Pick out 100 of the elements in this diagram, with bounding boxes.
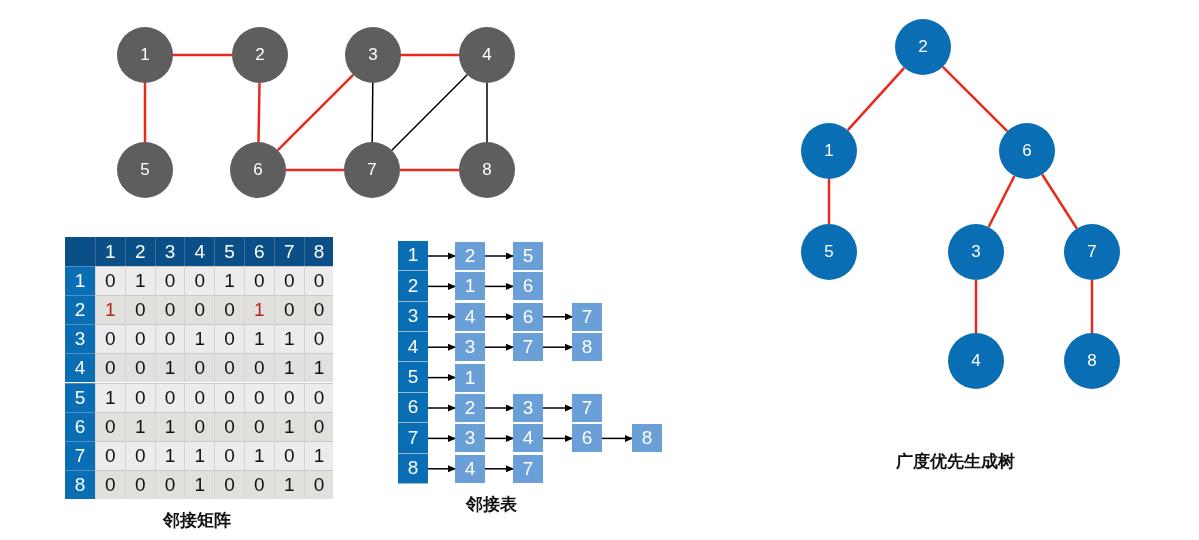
list-head: 4 (398, 332, 428, 363)
tree-node: 7 (1064, 224, 1120, 280)
edge-line (286, 168, 344, 172)
matrix-value: 1 (273, 324, 304, 354)
tree-node: 5 (801, 224, 857, 280)
graph-node: 7 (344, 142, 400, 198)
list-entry: 5 (513, 242, 543, 270)
matrix-value: 0 (95, 411, 125, 441)
column-header: 2 (124, 237, 155, 267)
matrix-value: 0 (95, 324, 125, 354)
matrix-value: 0 (124, 382, 155, 412)
arrow (427, 343, 456, 351)
arrow (542, 313, 573, 321)
list-entry: 4 (455, 454, 485, 483)
column-header: 3 (154, 237, 185, 267)
column-header: 6 (244, 237, 274, 267)
list-head: 8 (398, 453, 428, 484)
list-entry: 6 (513, 302, 543, 331)
column-header: 1 (95, 237, 125, 267)
list-head: 1 (398, 240, 428, 272)
list-entry: 6 (572, 424, 602, 453)
edge-line (941, 65, 1009, 133)
matrix-value: 0 (95, 469, 125, 499)
row-header: 2 (65, 295, 95, 325)
matrix-value: 1 (124, 266, 155, 296)
matrix-value: 0 (214, 324, 244, 354)
matrix-value: 1 (273, 353, 304, 383)
list-entry: 8 (572, 333, 602, 362)
list-head: 2 (398, 271, 428, 302)
arrow (427, 465, 456, 473)
matrix-value: 0 (154, 295, 185, 325)
row-header: 1 (65, 266, 95, 296)
edge-line (1041, 173, 1078, 230)
column-header: 4 (184, 237, 215, 267)
matrix-value: 0 (154, 266, 185, 296)
tree-node: 2 (895, 19, 951, 75)
graph-node: 6 (230, 142, 286, 198)
edge-line (257, 82, 261, 143)
list-head: 3 (398, 301, 428, 332)
arrow (484, 465, 514, 473)
list-entry: 4 (455, 302, 485, 331)
arrow (484, 282, 514, 290)
list-entry: 2 (455, 242, 485, 270)
list-entry: 7 (572, 302, 602, 331)
edge-line (486, 82, 488, 143)
arrow (484, 313, 514, 321)
caption: 邻接矩阵 (163, 510, 231, 532)
matrix-value: 0 (273, 266, 304, 296)
arrow (427, 434, 456, 442)
caption: 邻接表 (466, 494, 517, 516)
column-header: 5 (214, 237, 244, 267)
matrix-value: 0 (244, 266, 274, 296)
matrix-value: 0 (95, 266, 125, 296)
tree-node: 3 (948, 224, 1004, 280)
matrix-value: 0 (214, 411, 244, 441)
matrix-value: 0 (244, 353, 274, 383)
matrix-value: 0 (124, 353, 155, 383)
matrix-value: 0 (184, 411, 215, 441)
matrix-value: 0 (95, 440, 125, 470)
edge-line (827, 179, 831, 224)
matrix-value: 1 (184, 440, 215, 470)
matrix-value: 1 (214, 266, 244, 296)
arrow (427, 282, 456, 290)
list-entry: 7 (513, 333, 543, 362)
column-header: 8 (303, 237, 334, 267)
arrow (542, 404, 573, 412)
matrix-value: 0 (184, 382, 215, 412)
tree-node: 6 (999, 123, 1055, 179)
edge-line (846, 66, 906, 132)
arrow (427, 313, 456, 321)
list-entry: 7 (513, 454, 543, 483)
list-entry: 1 (455, 272, 485, 301)
column-header: 7 (273, 237, 304, 267)
arrow (484, 434, 514, 442)
row-header: 5 (65, 382, 95, 412)
matrix-value: 0 (214, 469, 244, 499)
graph-node: 5 (117, 142, 173, 198)
arrow (484, 404, 514, 412)
matrix-value: 0 (184, 266, 215, 296)
arrow (484, 343, 514, 351)
list-entry: 3 (513, 394, 543, 422)
matrix-value: 0 (154, 382, 185, 412)
arrow (427, 252, 456, 260)
list-entry: 7 (572, 394, 602, 422)
tree-node: 1 (801, 123, 857, 179)
list-head: 5 (398, 362, 428, 393)
row-header: 4 (65, 353, 95, 383)
edge-line (987, 175, 1016, 228)
edge-line (974, 280, 978, 333)
arrow (542, 343, 573, 351)
edge-line (400, 168, 459, 172)
matrix-value: 0 (124, 295, 155, 325)
edge-line (401, 53, 459, 57)
list-entry: 6 (513, 272, 543, 301)
matrix-value: 0 (214, 295, 244, 325)
matrix-value: 0 (273, 382, 304, 412)
matrix-value: 0 (244, 469, 274, 499)
edge-line (173, 53, 232, 57)
matrix-value: 0 (154, 324, 185, 354)
matrix-value: 0 (184, 353, 215, 383)
